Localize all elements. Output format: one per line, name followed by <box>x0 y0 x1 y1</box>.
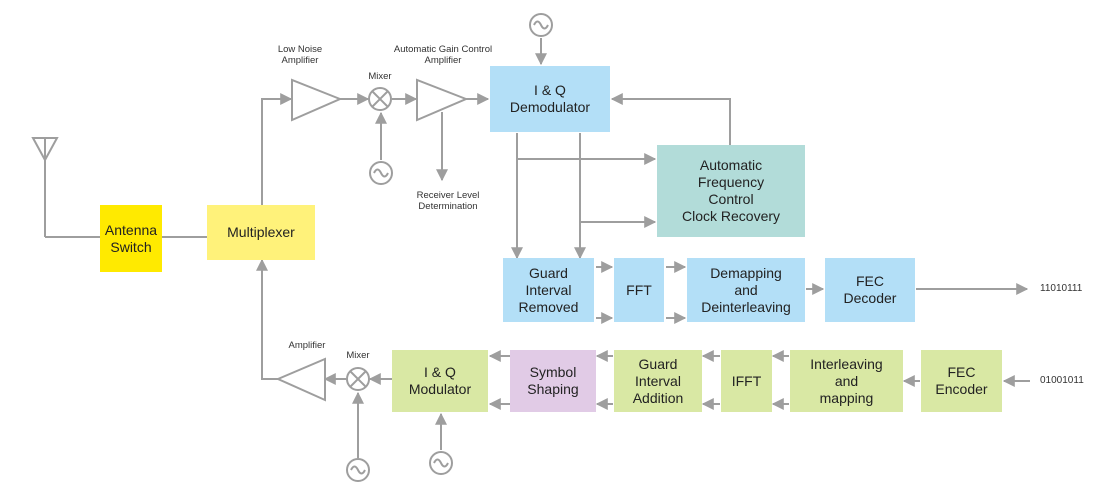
guard-interval-addition-block: Guard Interval Addition <box>614 350 702 412</box>
receiver-level-label: Receiver Level Determination <box>416 190 480 212</box>
tx-amplifier-triangle-icon <box>275 357 326 402</box>
symbol-shaping-block: Symbol Shaping <box>510 350 596 412</box>
tx-mixer-label: Mixer <box>346 350 370 361</box>
rx-mixer-label: Mixer <box>368 71 392 82</box>
demapping-deinterleaving-block: Demapping and Deinterleaving <box>687 258 805 322</box>
connector-afc-demod <box>610 93 731 145</box>
lna-triangle-icon <box>291 78 343 122</box>
input-bits-label: 01001011 <box>1040 375 1084 386</box>
agc-amplifier-label: Automatic Gain Control Amplifier <box>393 44 493 66</box>
iq-modulator-block: I & Q Modulator <box>392 350 488 412</box>
oscillator-top-icon <box>529 13 553 37</box>
tx-amplifier-label: Amplifier <box>288 340 326 351</box>
oscillator-modulator-icon <box>429 451 453 475</box>
tx-mixer-icon <box>346 367 370 391</box>
connector-mux-lna <box>261 93 293 205</box>
ifft-block: IFFT <box>721 350 772 412</box>
iq-demodulator-block: I & Q Demodulator <box>490 66 610 132</box>
fec-encoder-block: FEC Encoder <box>921 350 1002 412</box>
fft-block: FFT <box>614 258 664 322</box>
rx-mixer-icon <box>368 87 392 111</box>
fec-decoder-block: FEC Decoder <box>825 258 915 322</box>
output-bits-label: 11010111 <box>1040 283 1083 294</box>
afc-clock-recovery-block: Automatic Frequency Control Clock Recove… <box>657 145 805 237</box>
agc-triangle-icon <box>416 78 469 122</box>
interleaving-mapping-block: Interleaving and mapping <box>790 350 903 412</box>
low-noise-amplifier-label: Low Noise Amplifier <box>277 44 323 66</box>
guard-interval-removed-block: Guard Interval Removed <box>503 258 594 322</box>
antenna-icon <box>31 137 59 237</box>
antenna-switch-block: Antenna Switch <box>100 205 162 272</box>
oscillator-tx-mixer-icon <box>346 458 370 482</box>
multiplexer-block: Multiplexer <box>207 205 315 260</box>
connector-amp-mux <box>256 258 278 380</box>
oscillator-rx-mixer-icon <box>369 161 393 185</box>
